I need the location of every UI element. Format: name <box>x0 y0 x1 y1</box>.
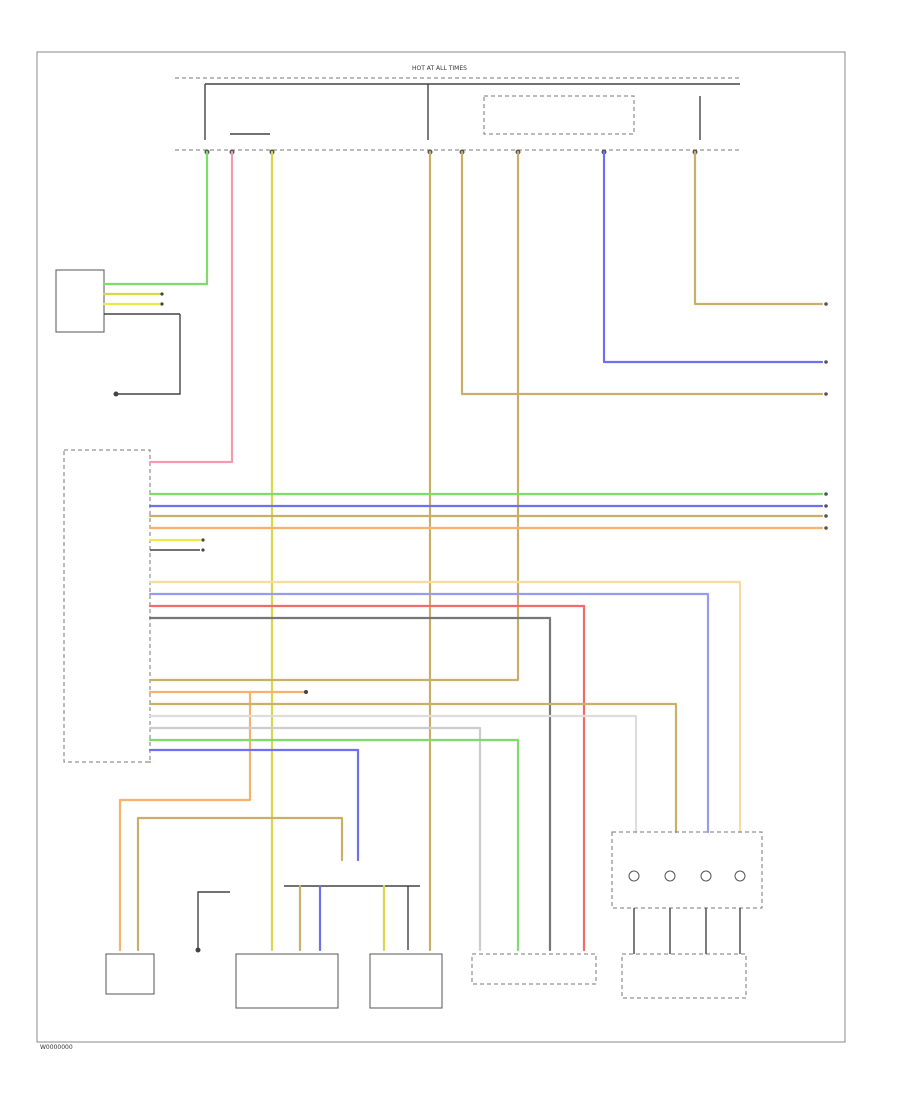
component-clock-spring-lower <box>611 831 763 909</box>
component-clock-spring <box>369 953 443 1009</box>
diagram-frame <box>36 51 846 1043</box>
lower-harness <box>136 816 420 953</box>
module-output-wires <box>118 492 824 952</box>
component-seat-sensor <box>105 953 155 995</box>
diagram-footer: W0000000 <box>40 1044 73 1051</box>
component-driver-airbag <box>621 953 747 999</box>
airbag-control-module <box>63 449 151 763</box>
component-telltale-lamp <box>235 953 339 1009</box>
passenger-sensor-module <box>55 269 209 397</box>
bottom-components <box>105 831 763 1009</box>
fuse-block-inner <box>483 95 635 135</box>
fuse-box-title: HOT AT ALL TIMES <box>412 65 467 72</box>
feed-wires <box>148 150 824 952</box>
component-passenger-airbag <box>471 953 597 985</box>
right-edge-terminals <box>824 302 828 530</box>
fuse-box: HOT AT ALL TIMES <box>175 65 740 151</box>
